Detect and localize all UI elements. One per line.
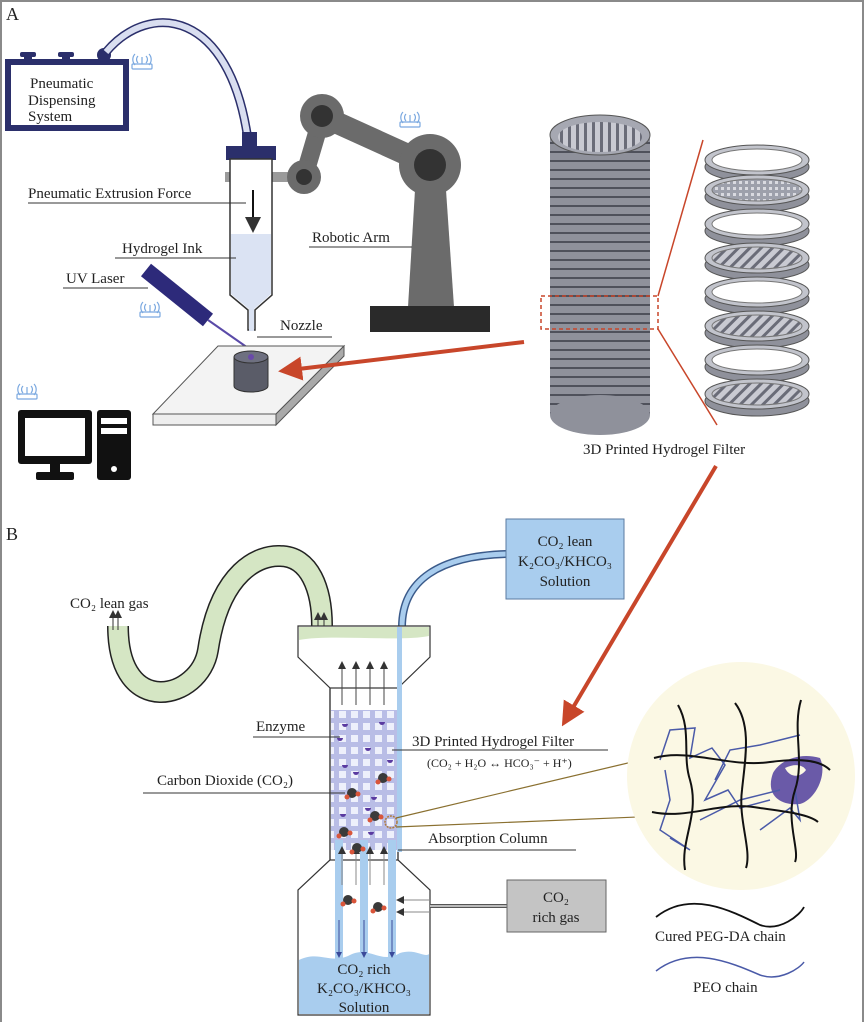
enzyme-icon	[368, 832, 374, 835]
legend-pegda-line	[655, 902, 805, 928]
pneumatic-label-3: System	[28, 109, 73, 125]
label-uv-laser: UV Laser	[66, 271, 124, 287]
lean-solution-line-3: Solution	[540, 574, 591, 590]
enzyme-icon	[342, 765, 348, 768]
rich-solution-line-2: K₂CO₃/KHCO₃	[317, 981, 411, 997]
uv-laser	[140, 263, 249, 349]
hydrogel-filter-column	[540, 114, 718, 435]
panel-a-label: A	[6, 4, 19, 24]
co2-molecule-icon	[378, 773, 388, 783]
zoom-target-ring	[384, 815, 398, 829]
lean-solution-tube	[398, 550, 507, 628]
lean-solution-box: CO₂ lean K₂CO₃/KHCO₃ Solution	[505, 518, 625, 600]
co2-molecule-icon	[352, 843, 362, 853]
co2-molecule-icon	[339, 827, 349, 837]
rich-solution-line-3: Solution	[339, 1000, 390, 1016]
rich-solution-line-1: CO₂ rich	[337, 962, 391, 978]
computer-icon	[18, 410, 131, 480]
enzyme-icon	[387, 760, 393, 763]
label-hydrogel-ink: Hydrogel Ink	[122, 241, 203, 257]
label-reaction: (CO₂ + H₂O ↔ HCO₃⁻ + H⁺)	[427, 756, 572, 770]
lean-solution-line-1: CO₂ lean	[538, 534, 593, 550]
lean-gas-tube	[107, 544, 333, 703]
label-filter-a: 3D Printed Hydrogel Filter	[583, 442, 745, 458]
co2-molecule-icon	[343, 895, 353, 905]
enzyme-icon	[353, 772, 359, 775]
filter-layers-exploded	[704, 144, 810, 417]
pneumatic-label-1: Pneumatic	[30, 76, 94, 92]
enzyme-icon	[379, 722, 385, 725]
red-arrow-to-column	[561, 464, 718, 727]
enzyme-and-co2-particles	[336, 722, 393, 914]
co2-molecule-icon	[373, 902, 383, 912]
wifi-router-icon	[16, 383, 38, 400]
enzyme-icon	[365, 808, 371, 811]
enzyme-icon	[371, 797, 377, 800]
label-filter-b: 3D Printed Hydrogel Filter	[412, 734, 574, 750]
legend-pegda-label: Cured PEG-DA chain	[655, 929, 786, 945]
hydrogel-network-zoom	[627, 662, 855, 890]
label-robotic-arm: Robotic Arm	[312, 230, 390, 246]
label-enzyme: Enzyme	[256, 719, 305, 735]
rich-gas-line-1: CO₂	[543, 890, 569, 906]
label-extrusion-force: Pneumatic Extrusion Force	[28, 186, 192, 202]
gas-flow-arrows	[338, 661, 388, 885]
wifi-router-icon	[139, 301, 161, 318]
pneumatic-label-2: Dispensing	[28, 93, 96, 109]
wifi-router-icon	[131, 53, 153, 70]
panel-b-label: B	[6, 524, 18, 544]
rich-gas-box: CO₂ rich gas	[506, 879, 607, 933]
enzyme-icon	[365, 748, 371, 751]
co2-molecule-icon	[370, 811, 380, 821]
enzyme-icon	[340, 814, 346, 817]
label-absorption-column: Absorption Column	[428, 831, 548, 847]
build-plate	[151, 344, 346, 427]
syringe	[226, 132, 276, 331]
absorption-column	[297, 625, 431, 1016]
red-arrow-to-print	[278, 340, 525, 381]
label-nozzle: Nozzle	[280, 318, 323, 334]
label-co2: Carbon Dioxide (CO₂)	[157, 773, 293, 789]
enzyme-icon	[337, 738, 343, 741]
legend-peo-label: PEO chain	[693, 980, 758, 996]
co2-molecule-icon	[347, 788, 357, 798]
rich-gas-line-2: rich gas	[532, 910, 579, 926]
lean-solution-line-2: K₂CO₃/KHCO₃	[518, 554, 612, 570]
wifi-router-icon	[399, 111, 421, 128]
pneumatic-dispensing-system: Pneumatic Dispensing System	[5, 48, 129, 131]
enzyme-icon	[342, 724, 348, 727]
label-lean-gas: CO₂ lean gas	[70, 596, 149, 612]
legend-peo-line	[655, 956, 805, 978]
